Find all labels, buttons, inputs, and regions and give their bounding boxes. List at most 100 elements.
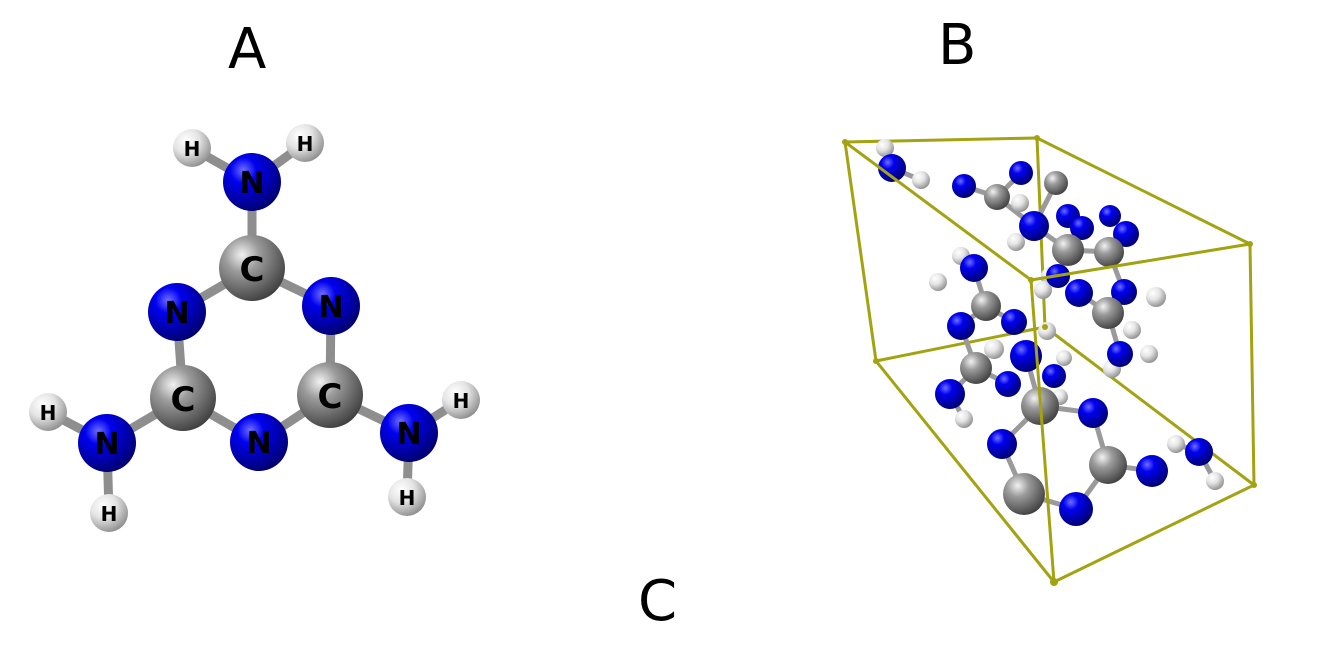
nitrogen-atom xyxy=(1042,364,1066,388)
hydrogen-atom xyxy=(1167,435,1185,453)
atom-label-h: H xyxy=(40,401,57,425)
atom-label-c: C xyxy=(318,377,343,417)
carbon-atom: C xyxy=(150,365,216,431)
nitrogen-atom xyxy=(935,379,965,409)
cell-edge xyxy=(1044,325,1255,487)
hydrogen-atom: H xyxy=(90,494,128,532)
hydrogen-atom xyxy=(1034,281,1052,299)
atom-label-n: N xyxy=(318,290,343,325)
nitrogen-atom: N xyxy=(380,404,438,462)
atom-label-h: H xyxy=(453,389,470,413)
hydrogen-atom xyxy=(1056,350,1072,366)
nitrogen-atom xyxy=(1001,309,1027,335)
carbon-atom xyxy=(984,184,1010,210)
carbon-atom xyxy=(971,291,1001,321)
hydrogen-atom xyxy=(912,171,930,189)
cell-edge xyxy=(844,136,1038,144)
hydrogen-atom: H xyxy=(442,381,480,419)
hydrogen-atom xyxy=(929,273,947,291)
atom-label-h: H xyxy=(297,132,314,156)
cell-edge xyxy=(1030,242,1251,282)
atom-label-h: H xyxy=(184,137,201,161)
cell-edge xyxy=(843,141,878,362)
hydrogen-atom: H xyxy=(286,124,324,162)
cell-edge xyxy=(1053,483,1255,584)
atom-label-n: N xyxy=(239,166,264,201)
unit-cell xyxy=(842,135,1257,586)
cell-edge xyxy=(1248,243,1256,486)
cell-carbon-atoms xyxy=(960,171,1127,515)
nitrogen-atom xyxy=(1009,161,1033,185)
nitrogen-atom: N xyxy=(78,414,136,472)
nitrogen-atom xyxy=(947,312,975,340)
nitrogen-atom: N xyxy=(230,413,288,471)
hydrogen-atom xyxy=(955,410,973,428)
cell-corner xyxy=(1247,241,1253,247)
hydrogen-atom xyxy=(1140,345,1158,363)
cell-corner xyxy=(1042,324,1048,330)
nitrogen-atom xyxy=(1065,279,1093,307)
nitrogen-atom: N xyxy=(302,277,360,335)
hydrogen-atom: H xyxy=(173,129,211,167)
cell-corner xyxy=(1050,578,1058,586)
nitrogen-atom xyxy=(1099,205,1121,227)
panel-label-b: B xyxy=(938,13,977,78)
panel-label-a: A xyxy=(228,17,267,82)
cell-edge xyxy=(874,360,1056,583)
hydrogen-atom: H xyxy=(29,393,67,431)
carbon-atom xyxy=(1089,446,1127,484)
cell-corner xyxy=(1251,482,1257,488)
nitrogen-atom: N xyxy=(223,153,281,211)
nitrogen-atom xyxy=(1185,438,1213,466)
nitrogen-atom xyxy=(1111,279,1137,305)
atom-label-n: N xyxy=(94,427,119,462)
nitrogen-atom xyxy=(960,254,988,282)
cell-edge xyxy=(1029,279,1056,583)
cell-corners xyxy=(842,135,1257,586)
carbon-atom: C xyxy=(219,235,285,301)
hydrogen-atom xyxy=(1123,321,1141,339)
nitrogen-atom: N xyxy=(148,283,206,341)
atom-label-h: H xyxy=(399,486,416,510)
atom-label-n: N xyxy=(164,296,189,331)
panel-label-c: C xyxy=(638,569,678,634)
cell-nitrogen-atoms xyxy=(878,154,1213,526)
nitrogen-atom xyxy=(995,371,1021,397)
cell-corner xyxy=(1034,135,1040,141)
nitrogen-atom xyxy=(1078,398,1108,428)
nitrogen-atom xyxy=(1059,492,1093,526)
cell-corner xyxy=(1028,277,1034,283)
nitrogen-atom xyxy=(987,429,1017,459)
hydrogen-atom xyxy=(1011,194,1029,212)
nitrogen-atom xyxy=(1010,340,1042,372)
atom-label-c: C xyxy=(171,380,196,420)
nitrogen-atom xyxy=(952,174,976,198)
cell-edge xyxy=(844,140,1032,282)
nitrogen-atom xyxy=(1019,211,1049,241)
carbon-atom xyxy=(1003,473,1045,515)
nitrogen-atom xyxy=(878,154,906,182)
cell-corner xyxy=(842,139,848,145)
hydrogen-atom xyxy=(1038,322,1056,340)
carbon-atom xyxy=(960,352,992,384)
melamine-molecule: H H H H H H N N xyxy=(29,124,480,532)
carbon-atom: C xyxy=(297,362,363,428)
carbon-atom xyxy=(1092,297,1124,329)
cell-corner xyxy=(873,358,879,364)
hydrogen-atom xyxy=(876,139,894,157)
hydrogen-atom: H xyxy=(388,478,426,516)
nitrogen-atom xyxy=(1113,221,1139,247)
nitrogen-atom xyxy=(1136,455,1168,487)
hydrogen-atom xyxy=(1206,472,1224,490)
cell-edge xyxy=(1036,136,1251,246)
atom-label-c: C xyxy=(240,250,265,290)
nitrogen-atom xyxy=(1107,341,1133,367)
hydrogen-atom xyxy=(1146,287,1166,307)
atom-label-n: N xyxy=(246,426,271,461)
hydrogen-atom xyxy=(984,339,1004,359)
hydrogen-atom xyxy=(1007,233,1025,251)
nitrogen-atom xyxy=(1070,216,1094,240)
atom-label-n: N xyxy=(396,417,421,452)
carbon-atom xyxy=(1044,171,1068,195)
